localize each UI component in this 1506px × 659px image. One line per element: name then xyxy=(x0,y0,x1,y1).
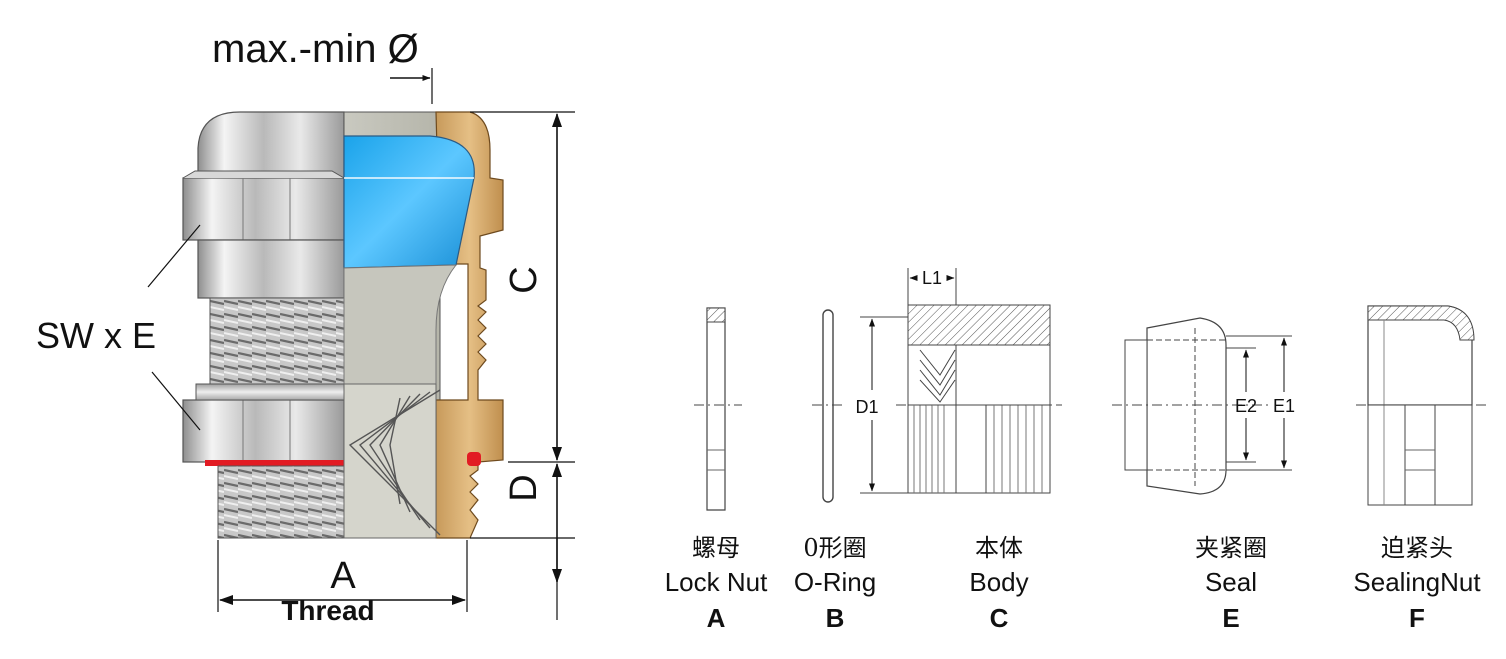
part-seal: E2 E1 xyxy=(1112,317,1295,495)
label-e2: E2 xyxy=(1235,396,1257,416)
part-f-en: SealingNut xyxy=(1353,567,1481,597)
part-e-letter: E xyxy=(1222,603,1239,633)
part-e-zh: 夹紧圈 xyxy=(1195,534,1267,562)
part-labels: 螺母 Lock Nut A 0形圈 O-Ring B 本体 Body C 夹紧圈… xyxy=(665,534,1482,633)
body-hex xyxy=(182,399,345,463)
label-sw-x-e: SW x E xyxy=(36,315,156,356)
sealing-nut-cap xyxy=(197,111,345,181)
part-f-letter: F xyxy=(1409,603,1425,633)
o-ring-section xyxy=(467,452,481,466)
o-ring-red xyxy=(205,460,344,466)
lower-thread xyxy=(217,465,345,539)
label-e1: E1 xyxy=(1273,396,1295,416)
upper-thread xyxy=(209,297,345,385)
label-dim-d: D xyxy=(503,474,545,501)
part-a-letter: A xyxy=(707,603,726,633)
part-b-zh: 0形圈 xyxy=(803,534,866,562)
assembly-drawing: max.-min Ø SW x E C D A Thread xyxy=(36,27,575,626)
part-b-letter: B xyxy=(826,603,845,633)
part-sealing-nut xyxy=(1356,305,1486,506)
part-o-ring xyxy=(812,309,846,503)
label-dim-a: A xyxy=(330,555,356,597)
label-l1: L1 xyxy=(922,268,942,288)
label-thread: Thread xyxy=(281,595,374,626)
part-f-zh: 迫紧头 xyxy=(1381,534,1453,562)
part-b-en: O-Ring xyxy=(794,567,876,597)
part-c-zh: 本体 xyxy=(975,534,1023,562)
part-c-en: Body xyxy=(969,567,1028,597)
label-d1: D1 xyxy=(855,397,878,417)
blue-seal xyxy=(343,135,475,269)
label-max-min: max.-min Ø xyxy=(212,27,419,71)
part-e-en: Seal xyxy=(1205,567,1257,597)
label-dim-c: C xyxy=(503,266,545,293)
part-c-letter: C xyxy=(990,603,1009,633)
part-body: L1 D1 xyxy=(855,268,1062,494)
part-a-en: Lock Nut xyxy=(665,567,768,597)
clamp-insert xyxy=(343,383,437,539)
part-lock-nut xyxy=(694,307,742,511)
part-a-zh: 螺母 xyxy=(692,534,740,562)
sealing-nut-hex xyxy=(182,177,345,241)
